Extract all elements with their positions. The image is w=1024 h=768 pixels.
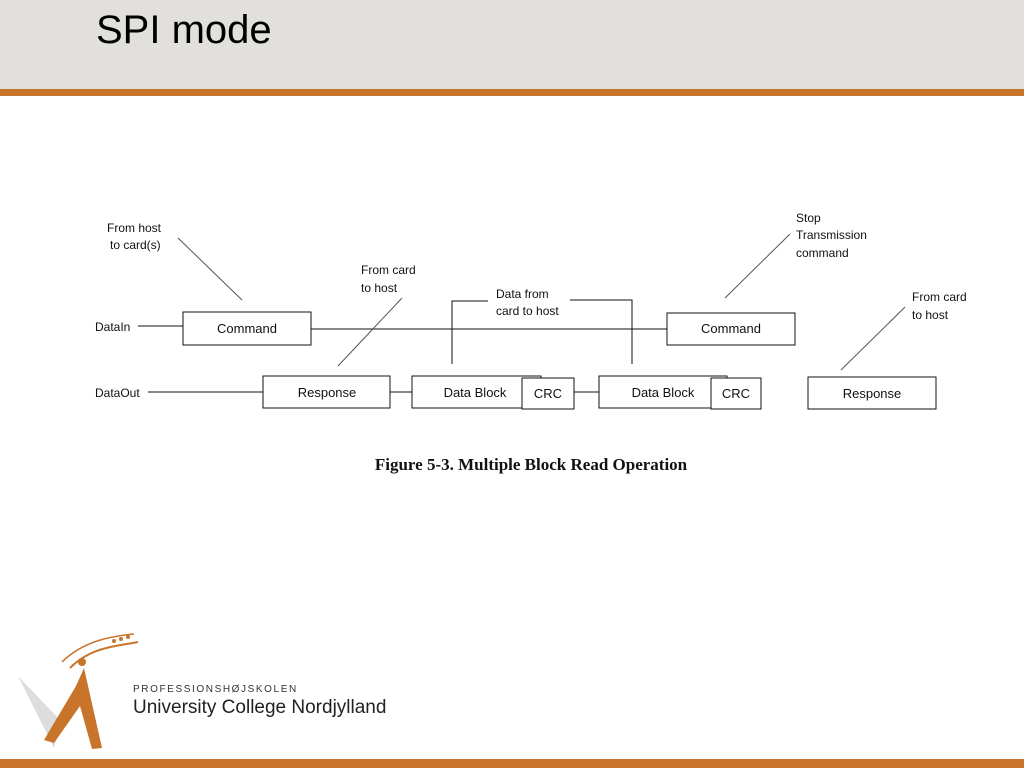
logo-name: University College Nordjylland [133,697,387,718]
pointer-from-card-a [337,297,403,367]
annotation-from-card-b-2: to host [912,308,949,322]
command-label-1: Command [217,321,277,336]
crc-box-2 [710,377,762,410]
annotation-stop-2: Transmission [796,228,867,242]
pointer-from-card-b [840,306,906,371]
annotation-from-host-2: to card(s) [110,238,161,252]
pointer-stop [724,233,791,299]
response-box-2 [807,376,937,410]
crc-box-1 [521,377,575,410]
data-from-bracket-right [570,299,633,364]
datain-label: DataIn [95,320,130,334]
command-box-2 [666,312,796,346]
annotation-stop-1: Stop [796,211,821,225]
annotation-data-from-1: Data from [496,287,549,301]
header-bar: SPI mode [0,0,1024,89]
datablock-label-2: Data Block [632,385,695,400]
annotation-from-card-a-2: to host [361,281,398,295]
annotation-from-card-a-1: From card [361,263,416,277]
logo-subtitle: PROFESSIONSHØJSKOLEN [133,684,298,695]
header-accent-rule [0,89,1024,96]
annotation-stop-3: command [796,246,849,260]
annotation-data-from-2: card to host [496,304,559,318]
annotation-from-card-b-1: From card [912,290,967,304]
datablock-box-1 [411,375,542,409]
slide-title: SPI mode [96,8,272,52]
datablock-label-1: Data Block [444,385,507,400]
dancing-figure-logo-icon [18,633,139,749]
crc-label-2: CRC [722,386,750,401]
dataout-label: DataOut [95,386,140,400]
datablock-box-2 [598,375,728,409]
crc-label-1: CRC [534,386,562,401]
response-box-1 [262,375,391,409]
footer-accent-rule [0,759,1024,768]
command-label-2: Command [701,321,761,336]
figure-caption: Figure 5-3. Multiple Block Read Operatio… [374,455,688,474]
pointer-from-host [177,237,243,301]
response-label-1: Response [298,385,357,400]
annotation-from-host-1: From host [107,221,162,235]
response-label-2: Response [843,386,902,401]
data-from-bracket [451,300,488,364]
command-box-1 [182,311,312,346]
